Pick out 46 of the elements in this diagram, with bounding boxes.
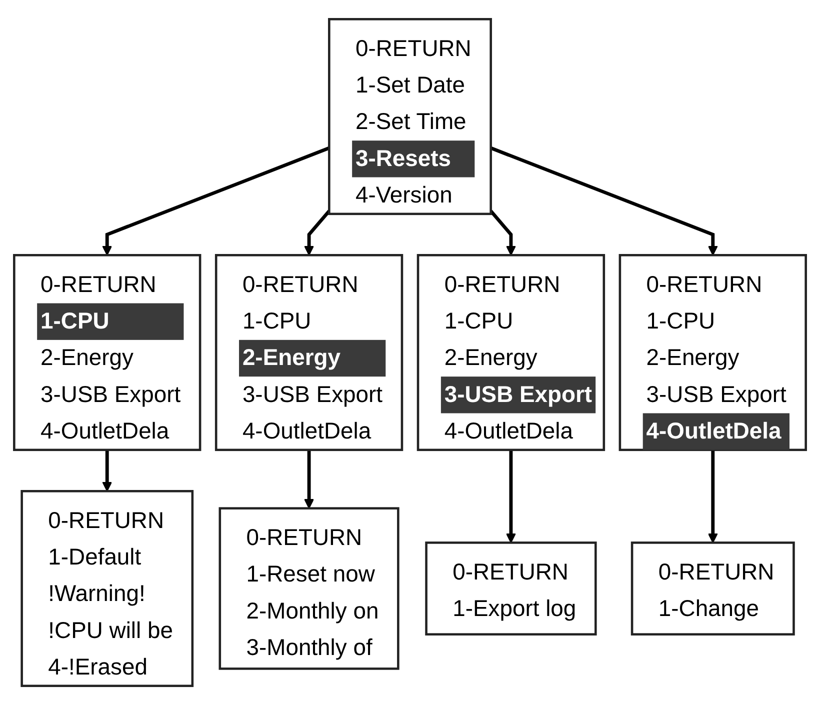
selected-menu-item: 3-USB Export: [440, 377, 596, 414]
menu-item: 4-OutletDela: [241, 418, 372, 447]
menu-item: 4-OutletDela: [40, 418, 170, 447]
arrow: [506, 450, 516, 544]
menu-item: 1-Set Date: [354, 72, 466, 101]
menu-item: 0-RETURN: [645, 272, 764, 300]
menu-item: 1-CPU: [443, 308, 514, 337]
arrow: [490, 146, 718, 256]
selected-menu-item: 1-CPU: [37, 304, 184, 340]
arrow: [708, 450, 718, 544]
menu-item: 3-Monthly of: [245, 634, 374, 664]
menu-item: 0-RETURN: [443, 272, 562, 300]
menu-item: 2-Monthly on: [245, 598, 380, 626]
menu-item: 2-Set Time: [354, 109, 468, 138]
arrow: [102, 450, 112, 492]
menu-item: 0-RETURN: [245, 524, 364, 554]
selected-menu-item: 3-Resets: [352, 141, 475, 178]
menu-item: 2-Energy: [443, 345, 538, 374]
arrow: [304, 450, 314, 510]
menu-item: 0-RETURN: [241, 272, 360, 300]
menu-item: !Warning!: [47, 581, 146, 610]
arrow: [102, 146, 330, 256]
menu-item: 3-USB Export: [40, 382, 182, 410]
menu-item: 3-USB Export: [645, 382, 788, 410]
menu-item: 1-Default: [47, 544, 142, 573]
menu-item: 1-CPU: [645, 308, 716, 337]
selected-menu-item: 4-OutletDela: [642, 414, 790, 450]
menu-item: 1-CPU: [241, 308, 312, 337]
menu-item: 3-USB Export: [241, 382, 384, 410]
menu-item: 4-OutletDela: [443, 418, 574, 447]
menu-item: !CPU will be: [47, 618, 174, 646]
arrow: [490, 210, 516, 256]
menu-item: 0-RETURN: [354, 36, 472, 64]
menu-item: 1-Reset now: [245, 562, 376, 590]
menu-item: 4-!Erased: [47, 654, 148, 683]
menu-item: 2-Energy: [40, 345, 134, 374]
menu-item: 2-Energy: [645, 345, 740, 374]
menu-item: 0-RETURN: [452, 559, 570, 588]
menu-item: 0-RETURN: [40, 272, 158, 300]
selected-menu-item: 2-Energy: [239, 340, 386, 378]
menu-item: 0-RETURN: [47, 508, 165, 536]
menu-item: 0-RETURN: [657, 559, 776, 588]
menu-item: 1-Change: [657, 596, 760, 624]
arrow: [304, 210, 330, 256]
menu-item: 1-Export log: [452, 596, 578, 624]
menu-item: 4-Version: [354, 182, 454, 211]
